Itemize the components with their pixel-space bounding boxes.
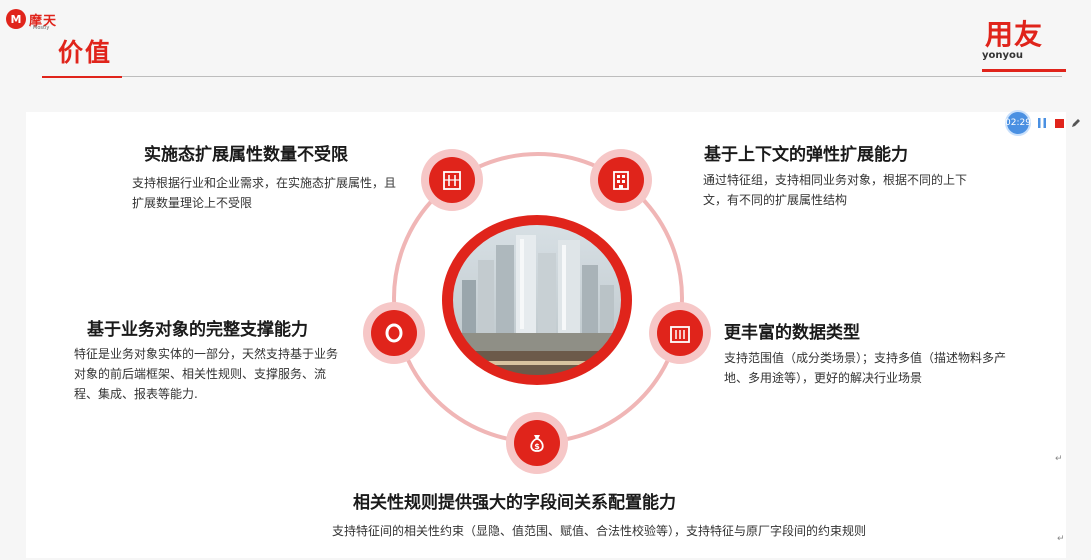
node-office — [590, 149, 652, 211]
pause-button[interactable] — [1036, 117, 1048, 129]
feature-heading-data-types: 更丰富的数据类型 — [724, 323, 860, 343]
feature-desc-unlimited: 支持根据行业和企业需求，在实施态扩展属性，且扩展数量理论上不受限 — [132, 176, 397, 210]
stop-button[interactable] — [1053, 117, 1065, 129]
feature-heading-business-object: 基于业务对象的完整支撑能力 — [87, 320, 308, 340]
brand-text: 摩天 — [29, 13, 58, 29]
timer-button[interactable]: 02:29 — [1005, 110, 1031, 136]
brand-mark-icon: M — [6, 9, 26, 29]
yonyou-logo: 用友 yonyou — [982, 18, 1044, 62]
stop-icon — [1054, 118, 1064, 128]
city-icon — [670, 326, 690, 343]
title-underline — [42, 76, 122, 78]
money-bag-icon: $ — [530, 435, 544, 452]
logo-chinese: 用友 — [985, 18, 1044, 51]
pen-button[interactable] — [1070, 117, 1082, 129]
node-money: $ — [506, 412, 568, 474]
brand-subtext: Mostly — [33, 25, 50, 31]
feature-desc-relations: 支持特征间的相关性约束（显隐、值范围、赋值、合法性校验等），支持特征与原厂字段间… — [332, 524, 867, 538]
ring-icon — [385, 323, 403, 343]
feature-desc-business-object: 特征是业务对象实体的一部分，天然支持基于业务对象的前后端框架、相关性规则、支撑服… — [74, 347, 339, 401]
building-icon — [443, 171, 461, 190]
node-building — [421, 149, 483, 211]
feature-heading-relations: 相关性规则提供强大的字段间关系配置能力 — [353, 493, 676, 513]
pen-icon — [1072, 119, 1080, 127]
node-ring — [363, 302, 425, 364]
page-title: 价值 — [58, 38, 113, 67]
svg-text:$: $ — [534, 442, 540, 451]
city-image — [442, 215, 632, 385]
node-city — [649, 302, 711, 364]
logo-underline — [982, 69, 1066, 72]
feature-heading-unlimited: 实施态扩展属性数量不受限 — [144, 145, 348, 165]
logo-english: yonyou — [982, 50, 1024, 61]
presentation-controls: 02:29 — [1005, 110, 1091, 136]
feature-desc-context: 通过特征组，支持相同业务对象，根据不同的上下文，有不同的扩展属性结构 — [703, 173, 968, 207]
feature-desc-data-types: 支持范围值（成分类场景）；支持多值（描述物料多产地、多用途等），更好的解决行业场… — [724, 351, 1007, 385]
office-icon — [613, 171, 629, 190]
pause-icon — [1038, 118, 1046, 128]
return-mark: ↵ — [1055, 454, 1063, 464]
feature-heading-context: 基于上下文的弹性扩展能力 — [704, 145, 908, 165]
header-divider — [122, 76, 1062, 77]
brand-logo: M 摩天 — [6, 9, 57, 29]
return-mark-bottom: ↵ — [1057, 534, 1065, 544]
city-illustration — [447, 219, 627, 381]
